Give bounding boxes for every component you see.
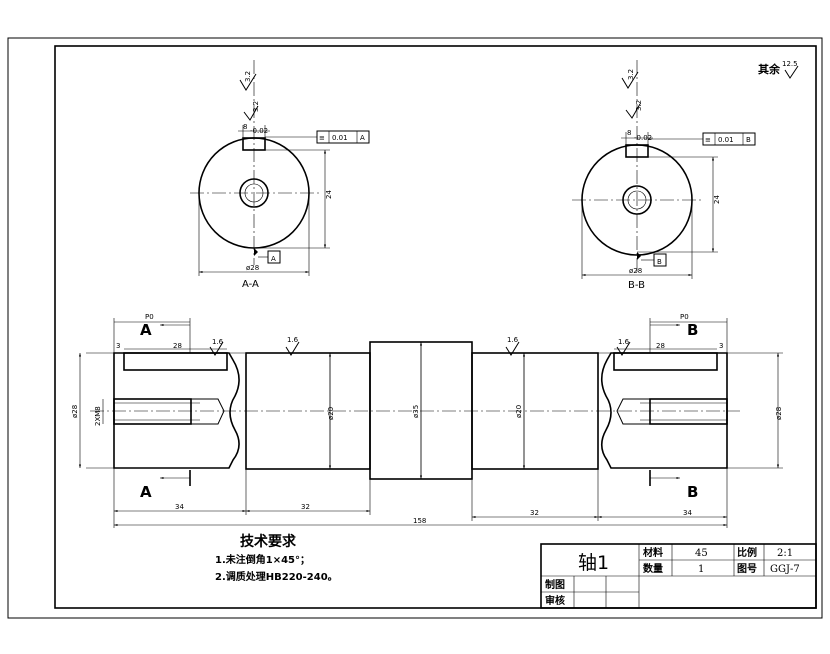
- right-journal-length: 32: [530, 509, 539, 517]
- left-journal-length: 32: [301, 503, 310, 511]
- shaft-main-view: P0 A A P0 B B 28 3 28 3 1.6 1.6 1.6 1.6: [71, 313, 783, 528]
- left-end-diameter: ø28: [71, 405, 79, 418]
- right-journal-diameter: ø20: [515, 405, 523, 418]
- drawn-label: 制图: [545, 578, 565, 591]
- section-b-roughness-bottom: 3.2: [635, 100, 643, 111]
- left-keyway: [123, 352, 228, 371]
- section-a-width-dim: 8: [243, 123, 247, 131]
- material-label: 材料: [643, 546, 663, 559]
- left-end-roughness: 1.6: [212, 338, 224, 346]
- material-value: 45: [695, 548, 708, 559]
- inner-frame: [54, 45, 817, 609]
- notes-title: 技术要求: [240, 533, 297, 550]
- notes-line-2: 2.调质处理HB220-240。: [215, 570, 338, 583]
- roughness-symbol-icon: [784, 65, 799, 79]
- section-a-label: A-A: [242, 279, 259, 290]
- section-b-tol-symbol: ≡: [705, 136, 711, 144]
- quantity-label: 数量: [643, 562, 663, 575]
- general-roughness-value: 12.5: [782, 60, 798, 68]
- section-b-label: B-B: [628, 280, 645, 291]
- left-journal-roughness-icon: [285, 341, 300, 356]
- section-b-diameter: ø28: [629, 267, 642, 275]
- right-keyway: [613, 352, 718, 371]
- left-journal-roughness: 1.6: [287, 336, 299, 344]
- keyway-bottom-roughness-icon: [243, 105, 259, 121]
- datum-a-triangle-icon: [254, 248, 258, 256]
- collar-diameter: ø35: [412, 405, 420, 418]
- thread-spec: 2XM8: [94, 406, 102, 426]
- section-a-tol-value: 0.01: [332, 134, 348, 142]
- section-b-width-tol: -0.02: [634, 134, 652, 142]
- keyway-b-roughness-icon: [621, 71, 639, 89]
- section-a-width-tol: -0.02: [250, 127, 268, 135]
- general-roughness: 其余 12.5: [758, 60, 799, 79]
- right-chamfer: 3: [719, 342, 723, 350]
- left-keyway-len: P0: [145, 313, 154, 321]
- section-b-view: 8 -0.02 3.2 3.2 ≡ 0.01 B 24 B ø28 B-B: [572, 60, 756, 291]
- drawing-no-value: GGJ-7: [770, 564, 800, 575]
- title-block: 轴1 材料 45 比例 2:1 数量 1 图号 GGJ-7 制图 审核: [540, 543, 817, 609]
- scale-label: 比例: [737, 546, 757, 559]
- left-end-roughness-icon: [209, 341, 224, 356]
- section-b-tol-datum: B: [746, 136, 751, 144]
- datum-a-letter: A: [271, 255, 276, 263]
- datum-b-letter: B: [657, 258, 662, 266]
- notes-line-1: 1.未注倒角1×45°；: [215, 553, 310, 566]
- cut-b-top: B: [687, 321, 698, 339]
- right-end-section: [600, 352, 728, 469]
- section-b-roughness-side: 3.2: [627, 69, 635, 80]
- scale-value: 2:1: [777, 548, 793, 559]
- section-b-depth-dim: 24: [713, 195, 721, 204]
- right-end-diameter: ø28: [775, 407, 783, 420]
- section-a-depth-dim: 24: [325, 190, 333, 199]
- section-a-tol-symbol: ≡: [319, 134, 325, 142]
- right-end-length: 34: [683, 509, 692, 517]
- left-end-section: [113, 352, 240, 469]
- left-journal-diameter: ø20: [327, 407, 335, 420]
- section-a-diameter: ø28: [246, 264, 259, 272]
- keyway-b-bottom-roughness-icon: [625, 103, 641, 119]
- right-journal-roughness: 1.6: [507, 336, 519, 344]
- right-key-len: 28: [656, 342, 665, 350]
- section-b-width-dim: 8: [627, 129, 631, 137]
- section-b-tol-value: 0.01: [718, 136, 734, 144]
- drawing-no-label: 图号: [737, 563, 757, 575]
- checked-label: 审核: [545, 594, 565, 607]
- left-journal: [245, 352, 371, 470]
- section-a-roughness-side: 3.2: [244, 71, 252, 82]
- general-roughness-label: 其余: [758, 62, 781, 76]
- left-end-length: 34: [175, 503, 184, 511]
- part-name: 轴1: [578, 552, 609, 574]
- datum-b-box: [653, 253, 667, 267]
- cut-a-bottom: A: [140, 483, 152, 501]
- quantity-value: 1: [698, 564, 704, 575]
- technical-notes: 技术要求 1.未注倒角1×45°； 2.调质处理HB220-240。: [215, 533, 338, 583]
- right-end-roughness-icon: [616, 341, 631, 356]
- datum-b-triangle-icon: [637, 252, 641, 260]
- cut-b-bottom: B: [687, 483, 698, 501]
- datum-a-box: [267, 250, 281, 264]
- section-a-tol-datum: A: [360, 134, 365, 142]
- keyway-roughness-icon: [239, 73, 257, 91]
- section-a-view: 8 -0.02 3.2 3.2 ≡ 0.01 A 24 A ø28 A-A: [190, 60, 370, 290]
- total-length: 158: [413, 517, 426, 525]
- section-a-tolerance-frame: [316, 130, 370, 144]
- right-keyway-len: P0: [680, 313, 689, 321]
- outer-border: [7, 37, 823, 619]
- right-end-roughness: 1.6: [618, 338, 630, 346]
- left-key-len: 28: [173, 342, 182, 350]
- right-journal-roughness-icon: [505, 341, 520, 356]
- cut-a-top: A: [140, 321, 152, 339]
- left-chamfer: 3: [116, 342, 120, 350]
- section-a-roughness-bottom: 3.2: [252, 101, 260, 112]
- section-b-tolerance-frame: [702, 132, 756, 146]
